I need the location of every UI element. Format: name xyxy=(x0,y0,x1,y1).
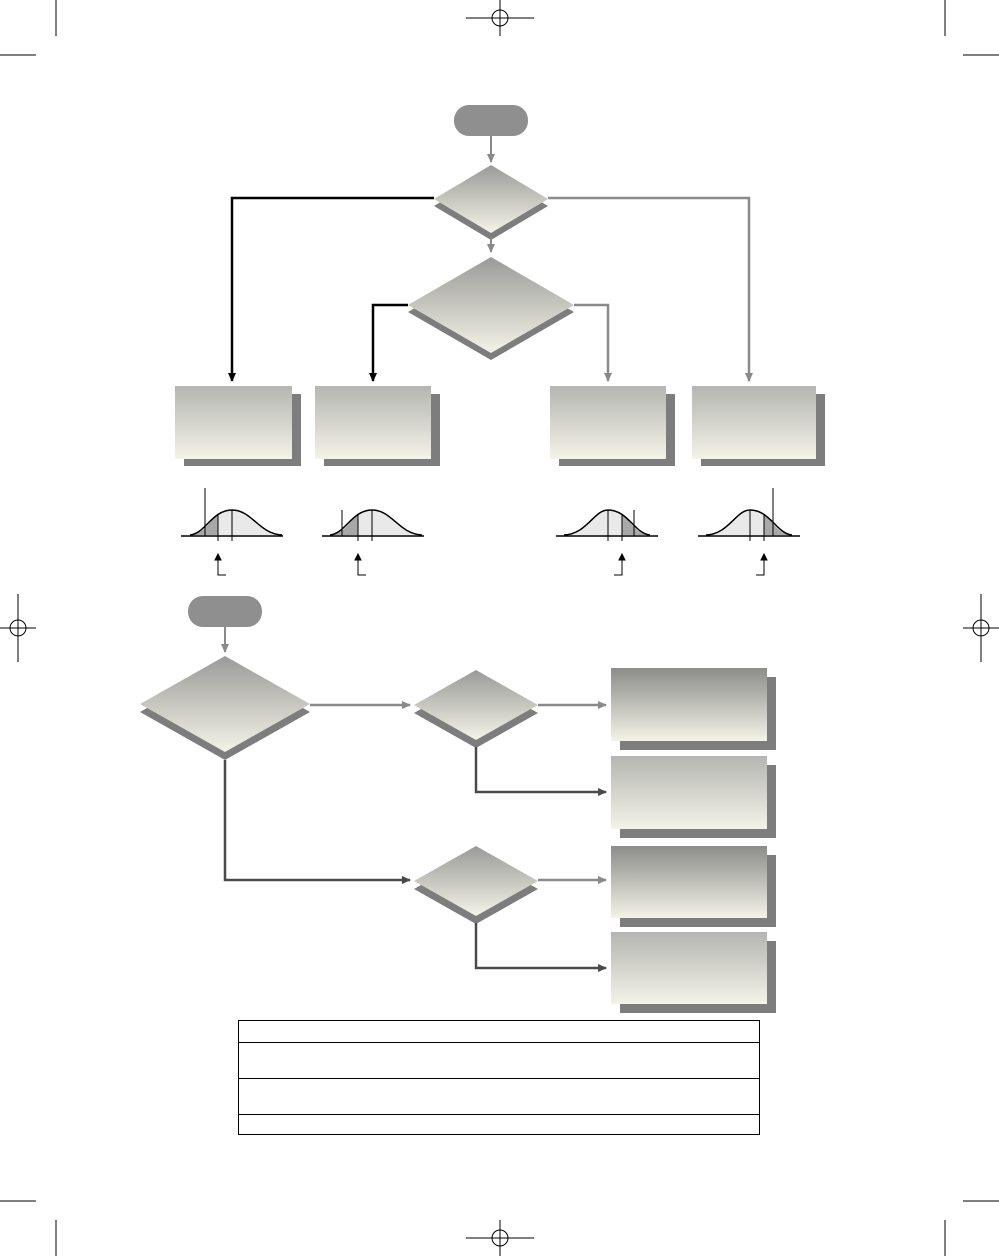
upper-box-3 xyxy=(550,386,675,466)
summary-table xyxy=(238,1020,760,1135)
decision-2 xyxy=(408,257,574,360)
registration-mark-right xyxy=(963,594,999,662)
arrow-upper-decision-to-box-2 xyxy=(474,747,607,796)
lower-decision-lower xyxy=(414,846,538,924)
normal-curve-2 xyxy=(322,509,424,576)
upper-box-1 xyxy=(175,386,301,466)
lower-start-terminator xyxy=(188,596,262,627)
registration-mark-left xyxy=(0,594,36,662)
normal-curve-4 xyxy=(698,488,800,576)
table-row xyxy=(239,1043,759,1079)
lower-decision-main xyxy=(140,656,310,760)
arrow-decision-1-to-box-1 xyxy=(228,196,434,382)
arrow-decision-2-to-box-3 xyxy=(574,303,612,382)
lower-box-3 xyxy=(611,846,776,927)
start-terminator xyxy=(454,105,528,136)
lower-box-2 xyxy=(611,756,776,838)
arrow-decision-1-to-box-4 xyxy=(548,196,753,382)
upper-box-4 xyxy=(692,386,825,466)
lower-box-4 xyxy=(611,932,776,1013)
normal-curve-3 xyxy=(556,509,658,576)
arrow-decision-2-to-box-2 xyxy=(369,303,408,382)
registration-mark-top xyxy=(466,0,534,36)
arrow-lower-decision-to-box-4 xyxy=(474,923,607,972)
table-row xyxy=(239,1021,759,1043)
decision-1 xyxy=(434,165,548,240)
lower-box-1 xyxy=(611,668,776,750)
table-row xyxy=(239,1079,759,1115)
registration-mark-bottom xyxy=(466,1220,534,1256)
arrow-main-to-lower-decision xyxy=(223,760,411,884)
lower-decision-upper xyxy=(414,670,538,748)
normal-curve-1 xyxy=(181,488,283,576)
upper-box-2 xyxy=(315,386,440,466)
table-row xyxy=(239,1115,759,1133)
